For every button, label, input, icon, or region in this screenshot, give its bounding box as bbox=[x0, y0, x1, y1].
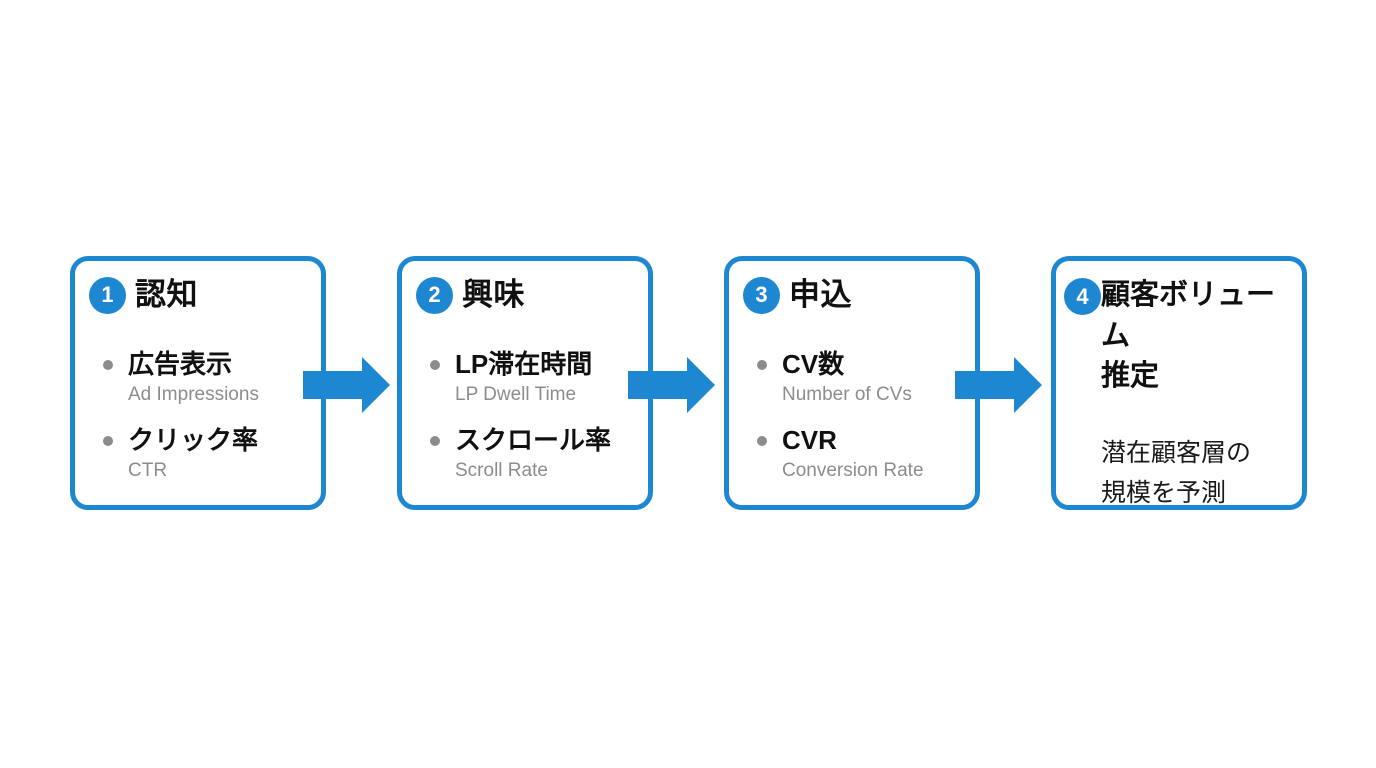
arrow-head bbox=[1014, 357, 1042, 413]
metric-sublabel: CTR bbox=[128, 460, 168, 482]
metric-label: 広告表示 bbox=[128, 349, 233, 380]
metric-text: CV数 Number of CVs bbox=[782, 349, 912, 407]
metric-sublabel: Conversion Rate bbox=[782, 460, 924, 482]
step-header: 2 興味 bbox=[416, 275, 634, 315]
metric-item: 広告表示 Ad Impressions bbox=[103, 349, 307, 407]
metric-sublabel: Number of CVs bbox=[782, 384, 912, 406]
metric-text: スクロール率 Scroll Rate bbox=[455, 425, 611, 483]
step-number-badge: 1 bbox=[89, 276, 126, 314]
metric-item: CVR Conversion Rate bbox=[757, 425, 961, 483]
metric-text: 広告表示 Ad Impressions bbox=[128, 349, 259, 407]
flow-arrow-icon bbox=[628, 357, 715, 413]
step-title: 興味 bbox=[462, 277, 525, 312]
step-header: 1 認知 bbox=[89, 275, 307, 315]
metric-text: CVR Conversion Rate bbox=[782, 425, 924, 483]
step-number-badge: 4 bbox=[1064, 278, 1101, 315]
step-box-application: 3 申込 CV数 Number of CVs CVR Conversion Ra… bbox=[724, 256, 980, 510]
step-number-badge: 2 bbox=[416, 276, 453, 314]
step-title: 認知 bbox=[135, 277, 198, 312]
bullet-dot-icon bbox=[430, 360, 440, 371]
step-header: 4 顧客ボリューム 推定 bbox=[1064, 275, 1296, 397]
metric-item: CV数 Number of CVs bbox=[757, 349, 961, 407]
metric-text: クリック率 CTR bbox=[128, 425, 258, 483]
step-box-volume-estimation: 4 顧客ボリューム 推定 潜在顧客層の 規模を予測 bbox=[1051, 256, 1307, 510]
metric-list: 広告表示 Ad Impressions クリック率 CTR bbox=[89, 349, 307, 483]
bullet-dot-icon bbox=[757, 436, 767, 447]
bullet-dot-icon bbox=[430, 436, 440, 447]
metric-text: LP滞在時間 LP Dwell Time bbox=[455, 349, 592, 407]
metric-label: クリック率 bbox=[128, 425, 259, 456]
metric-label: LP滞在時間 bbox=[455, 349, 593, 380]
arrow-shaft bbox=[303, 371, 362, 399]
step-box-interest: 2 興味 LP滞在時間 LP Dwell Time スクロール率 Scroll … bbox=[397, 256, 653, 510]
metric-list: LP滞在時間 LP Dwell Time スクロール率 Scroll Rate bbox=[416, 349, 634, 483]
metric-label: スクロール率 bbox=[455, 425, 612, 456]
arrow-shaft bbox=[628, 371, 687, 399]
bullet-dot-icon bbox=[757, 360, 767, 371]
step-box-awareness: 1 認知 広告表示 Ad Impressions クリック率 CTR bbox=[70, 256, 326, 510]
step-number-badge: 3 bbox=[743, 276, 780, 314]
step-title: 申込 bbox=[789, 277, 852, 312]
metric-item: スクロール率 Scroll Rate bbox=[430, 425, 634, 483]
arrow-shaft bbox=[955, 371, 1014, 399]
metric-label: CV数 bbox=[782, 349, 845, 380]
metric-item: LP滞在時間 LP Dwell Time bbox=[430, 349, 634, 407]
flow-arrow-icon bbox=[303, 357, 390, 413]
metric-item: クリック率 CTR bbox=[103, 425, 307, 483]
flow-arrow-icon bbox=[955, 357, 1042, 413]
metric-sublabel: LP Dwell Time bbox=[455, 384, 577, 406]
arrow-head bbox=[362, 357, 390, 413]
metric-list: CV数 Number of CVs CVR Conversion Rate bbox=[743, 349, 961, 483]
step-header: 3 申込 bbox=[743, 275, 961, 315]
step-title: 顧客ボリューム 推定 bbox=[1101, 279, 1276, 393]
step-description: 潜在顧客層の 規模を予測 bbox=[1101, 438, 1252, 507]
metric-label: CVR bbox=[782, 425, 837, 456]
arrow-head bbox=[687, 357, 715, 413]
bullet-dot-icon bbox=[103, 436, 113, 447]
bullet-dot-icon bbox=[103, 360, 113, 371]
metric-sublabel: Scroll Rate bbox=[455, 460, 548, 482]
metric-sublabel: Ad Impressions bbox=[128, 384, 259, 406]
